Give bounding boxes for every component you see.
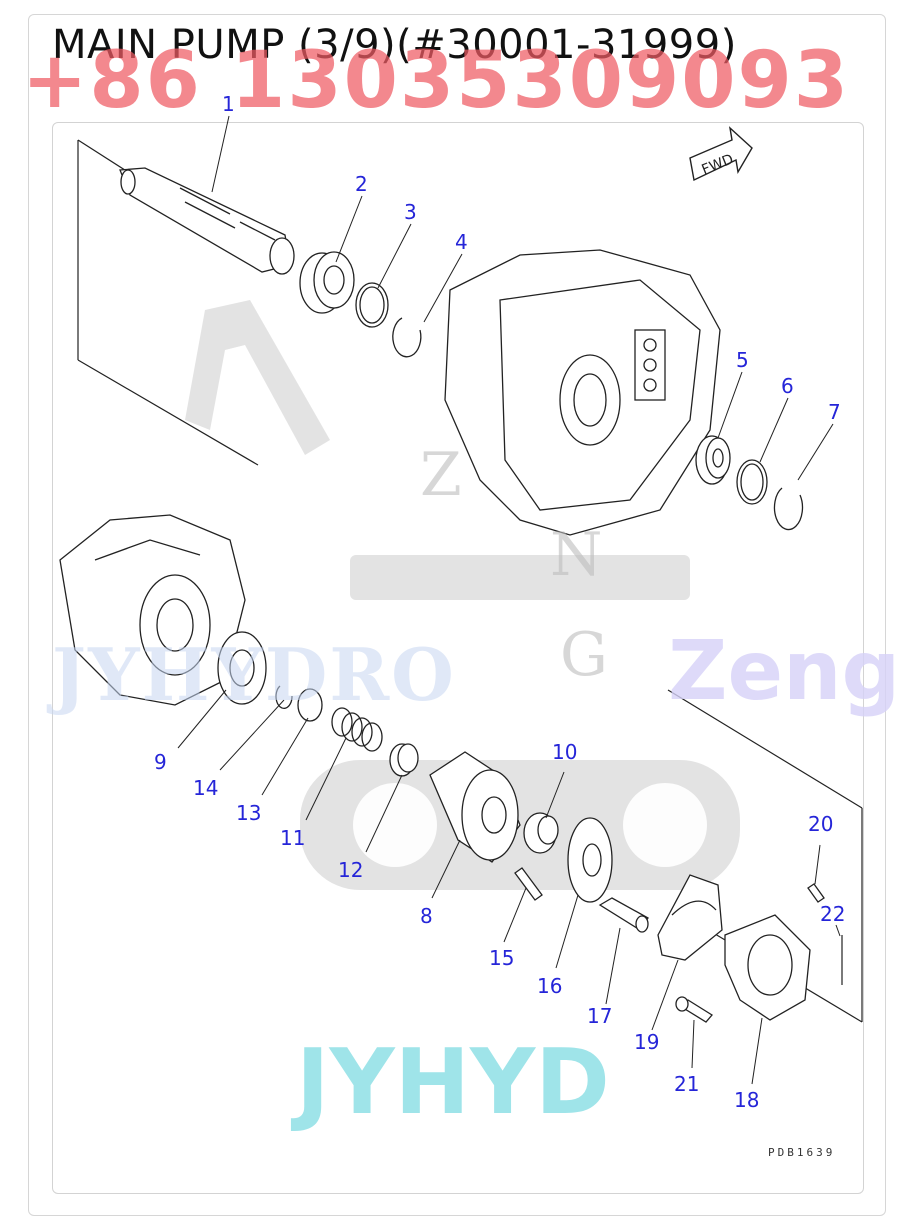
callout-8: 8: [420, 904, 433, 928]
part-21-bolt: [675, 996, 713, 1023]
callout-3: 3: [404, 200, 417, 224]
pump-body-assembly: [59, 514, 246, 706]
callout-9: 9: [154, 750, 167, 774]
callout-15: 15: [489, 946, 515, 970]
page-title: MAIN PUMP (3/9)(#30001-31999): [52, 22, 737, 68]
part-9-valve-plate: [217, 631, 267, 705]
watermark-zeng: Zeng: [668, 624, 900, 719]
part-16-retainer-plate: [567, 817, 613, 903]
callout-7: 7: [828, 400, 841, 424]
watermark-letter-g: G: [560, 620, 608, 690]
callout-18: 18: [734, 1088, 760, 1112]
leader-lines: [177, 115, 841, 1085]
callout-1: 1: [222, 92, 235, 116]
drawing-code: PDB1639: [768, 1146, 836, 1159]
callout-22: 22: [820, 902, 846, 926]
callout-19: 19: [634, 1030, 660, 1054]
part-1-shaft: [119, 167, 295, 275]
callout-16: 16: [537, 974, 563, 998]
part-19-swash-plate: [657, 874, 723, 961]
callout-13: 13: [236, 801, 262, 825]
part-7-snap-ring: [773, 487, 804, 531]
part-14-snap-ring: [275, 685, 293, 710]
watermark-letter-n: N: [550, 520, 603, 590]
watermark-jyhyd: JYHYD: [296, 1030, 610, 1135]
callout-21: 21: [674, 1072, 700, 1096]
part-2-bearing: [299, 251, 355, 314]
callout-4: 4: [455, 230, 468, 254]
pump-housing: [444, 249, 721, 536]
part-10-spherical-bushing: [523, 812, 559, 854]
callout-20: 20: [808, 812, 834, 836]
part-13-ring: [297, 688, 323, 722]
part-6-ring: [736, 459, 768, 505]
part-20-pin: [807, 883, 825, 903]
fwd-arrow-icon: FWD: [689, 126, 753, 182]
part-11-spring: [331, 707, 383, 752]
callout-11: 11: [280, 826, 306, 850]
part-17-piston: [598, 897, 649, 933]
callout-17: 17: [587, 1004, 613, 1028]
part-4-snap-ring: [392, 317, 422, 358]
callout-5: 5: [736, 348, 749, 372]
watermark-letter-z: Z: [420, 440, 462, 510]
callout-10: 10: [552, 740, 578, 764]
part-12-bushing: [389, 743, 419, 777]
callout-6: 6: [781, 374, 794, 398]
watermark-phone: +86 13035309093: [22, 36, 851, 126]
part-8-cylinder-block: [429, 751, 521, 863]
part-5-seal: [695, 435, 731, 485]
part-3-ring: [355, 282, 389, 328]
callout-14: 14: [193, 776, 219, 800]
callout-12: 12: [338, 858, 364, 882]
part-15-pin: [514, 867, 543, 901]
watermark-jyhydro: JYHYDRO: [52, 632, 456, 717]
callout-2: 2: [355, 172, 368, 196]
part-18-cradle: [724, 914, 811, 1021]
